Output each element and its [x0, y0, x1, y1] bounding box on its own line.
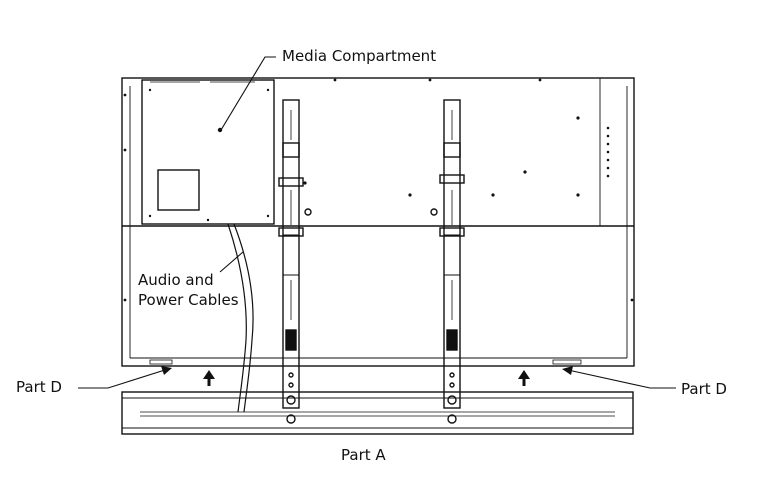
part-d-left-arrow: [78, 366, 172, 389]
audio-power-cables: [219, 223, 254, 413]
up-arrow-left: [203, 370, 215, 386]
mounting-bracket-right: [439, 99, 465, 409]
part-d-right-label: Part D: [681, 380, 727, 398]
part-a-label: Part A: [341, 446, 386, 464]
audio-cables-line2: Power Cables: [138, 291, 239, 310]
display-back-panel: [121, 77, 635, 367]
media-compartment-label: Media Compartment: [282, 47, 437, 65]
audio-power-cables-label: Audio and Power Cables: [138, 271, 239, 310]
wall-rail: [121, 391, 634, 435]
audio-cables-line1: Audio and: [138, 271, 214, 289]
part-d-right-arrow: [562, 366, 676, 389]
media-compartment-box: [141, 79, 275, 225]
up-arrow-right: [518, 370, 530, 386]
part-d-left-label: Part D: [16, 378, 62, 396]
mounting-bracket-left: [278, 99, 304, 409]
media-compartment-leader: [220, 56, 276, 131]
